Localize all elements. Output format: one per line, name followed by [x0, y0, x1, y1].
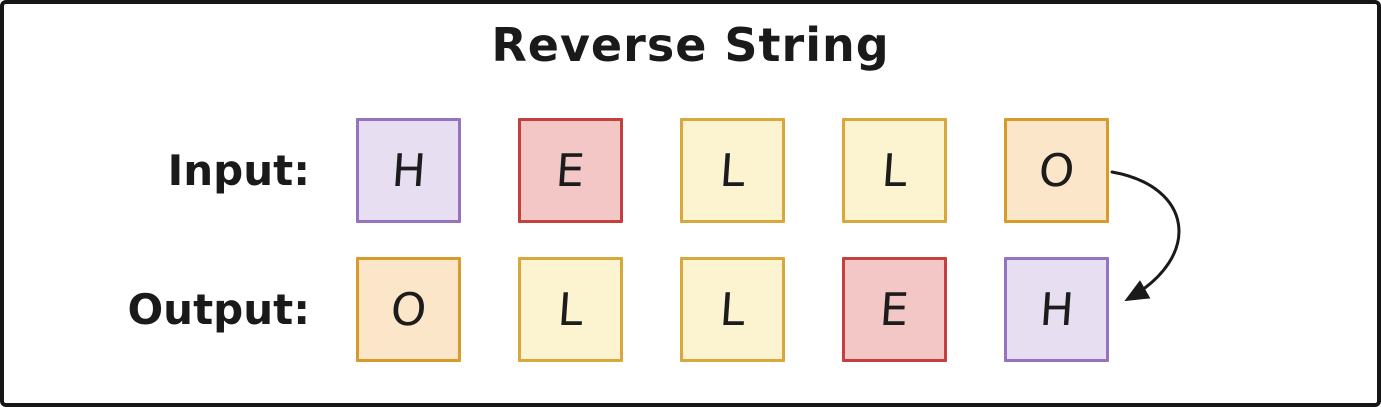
cell-letter: L [718, 283, 747, 336]
cell-letter: H [389, 144, 428, 197]
input-cell-4: O [1004, 118, 1109, 223]
output-cell-3: E [842, 257, 947, 362]
cell-letter: E [878, 283, 911, 336]
cell-letter: L [880, 144, 909, 197]
input-cell-2: L [680, 118, 785, 223]
cell-letter: O [388, 283, 429, 336]
output-cell-4: H [1004, 257, 1109, 362]
output-label: Output: [127, 285, 310, 334]
input-row: Input: H E L L O [4, 118, 1109, 223]
cell-letter: H [1037, 283, 1076, 336]
output-row: Output: O L L E H [4, 257, 1109, 362]
cell-letter: L [556, 283, 585, 336]
output-cell-2: L [680, 257, 785, 362]
cell-letter: E [554, 144, 587, 197]
output-cell-0: O [356, 257, 461, 362]
input-label: Input: [167, 146, 310, 195]
input-cells: H E L L O [356, 118, 1109, 223]
output-cell-1: L [518, 257, 623, 362]
input-cell-3: L [842, 118, 947, 223]
cell-letter: O [1036, 144, 1077, 197]
input-cell-1: E [518, 118, 623, 223]
cell-letter: L [718, 144, 747, 197]
output-cells: O L L E H [356, 257, 1109, 362]
input-cell-0: H [356, 118, 461, 223]
arrow-curve [1110, 170, 1181, 302]
diagram-title: Reverse String [491, 18, 890, 72]
